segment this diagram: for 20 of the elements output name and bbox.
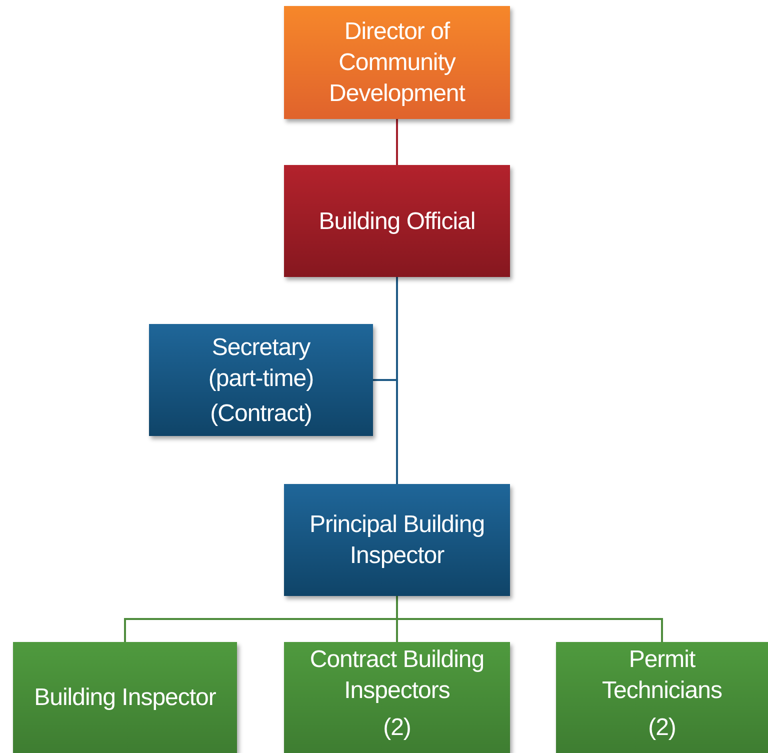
role-title: (Contract) (210, 398, 312, 428)
connector-line (396, 277, 398, 484)
org-box (284, 165, 510, 277)
role-title: Contract Building Inspectors (308, 645, 486, 706)
org-box (284, 642, 510, 753)
org-box (284, 484, 510, 596)
role-title: Secretary (part-time) (207, 332, 315, 394)
connector-line (396, 596, 663, 642)
org-box (556, 642, 768, 753)
role-title: Permit Technicians (601, 645, 723, 706)
role-title: (2) (648, 713, 676, 743)
role-title: Principal Building Inspector (308, 510, 486, 571)
org-box (284, 6, 510, 119)
connector-line (396, 119, 398, 165)
org-box (13, 642, 237, 753)
org-box (149, 324, 373, 436)
role-title: (2) (383, 713, 411, 743)
role-title: Building Inspector (34, 683, 216, 713)
role-title: Building Official (318, 206, 476, 236)
role-title: Director of Community Development (328, 17, 466, 109)
